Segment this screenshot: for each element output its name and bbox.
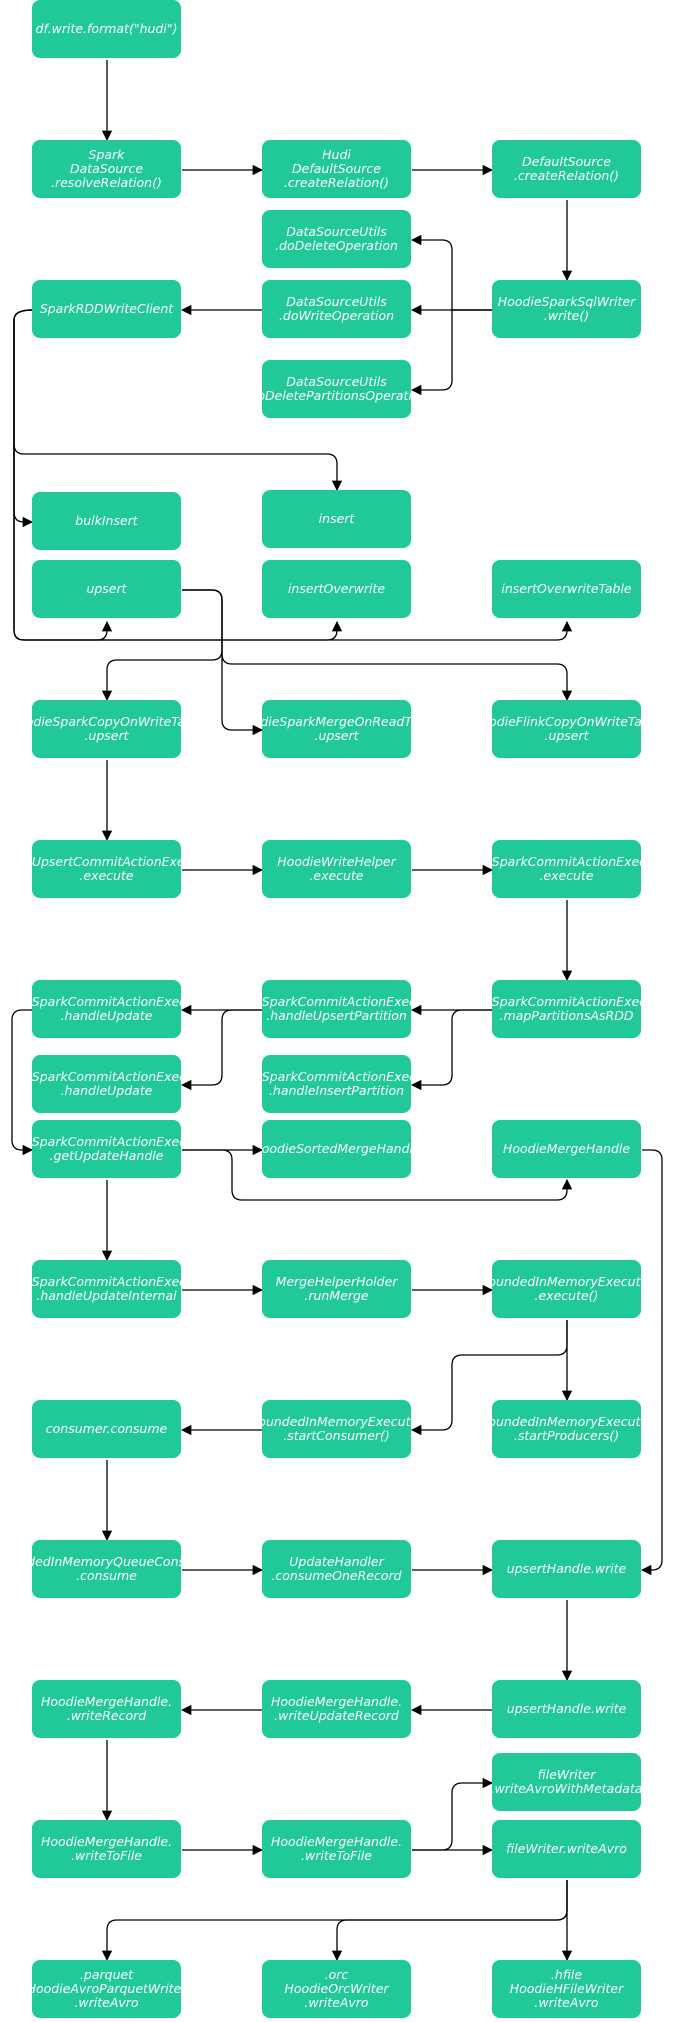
node-write-update-record: HoodieMergeHandle. .writeUpdateRecord [262, 1680, 411, 1738]
node-df-write: df.write.format("hudi") [32, 0, 181, 58]
node-spark-sql-writer: HoodieSparkSqlWriter .write() [492, 280, 641, 338]
node-datasourceutils-write: DataSourceUtils .doWriteOperation [262, 280, 411, 338]
node-upsert-handle-write-2: upsertHandle.write [492, 1680, 641, 1738]
node-sorted-merge-handle: HoodieSortedMergeHandle [262, 1120, 411, 1178]
node-bulk-insert: bulkInsert [32, 492, 181, 550]
node-datasourceutils-delete-partitions: DataSourceUtils .doDeletePartitionsOpera… [262, 360, 411, 418]
node-defaultsource: DefaultSource .createRelation() [492, 140, 641, 198]
node-insert: insert [262, 490, 411, 548]
edge [182, 1149, 573, 1201]
edge [640, 1149, 663, 1576]
node-write-avro-with-metadata: fileWriter .writeAvroWithMetadata [492, 1753, 641, 1811]
node-file-writer-write-avro: fileWriter.writeAvro [492, 1820, 641, 1878]
node-orc-writer: .orc HoodieOrcWriter .writeAvro [262, 1960, 411, 2018]
node-upsert-commit-executor: SparkUpsertCommitActionExecutor .execute [32, 840, 181, 898]
edge [13, 309, 573, 641]
node-flink-upsert: HoodieFlinkCopyOnWriteTable .upsert [492, 700, 641, 758]
edge [13, 309, 34, 528]
node-handle-update-1: BaseSparkCommitActionExecutor .handleUpd… [32, 980, 181, 1038]
node-start-producers: BoundedInMemoryExecutor .startProducers(… [492, 1400, 641, 1458]
node-start-consumer: BoundedInMemoryExecutor .startConsumer() [262, 1400, 411, 1458]
node-datasourceutils-delete: DataSourceUtils .doDeleteOperation [262, 210, 411, 268]
edge [410, 1009, 492, 1091]
node-update-handler: UpdateHandler .consumeOneRecord [262, 1540, 411, 1598]
node-cow-upsert: HoodieSparkCopyOnWriteTable .upsert [32, 700, 181, 758]
node-write-helper: HoodieWriteHelper .execute [262, 840, 411, 898]
edge [410, 1320, 568, 1436]
node-upsert: upsert [32, 560, 181, 618]
node-base-commit-execute: BaseSparkCommitActionExecutor .execute [492, 840, 641, 898]
node-hudi-defaultsource: Hudi DefaultSource .createRelation() [262, 140, 411, 198]
edge [182, 589, 573, 702]
node-parquet-writer: .parquet HoodieAvroParquetWriter .writeA… [32, 1960, 181, 2018]
node-hfile-writer: .hfile HoodieHFileWriter .writeAvro [492, 1960, 641, 2018]
node-consumer-consume: consumer.consume [32, 1400, 181, 1458]
edge [11, 1009, 34, 1156]
node-write-record: HoodieMergeHandle. .writeRecord [32, 1680, 181, 1738]
node-handle-upsert-partition: BaseSparkCommitActionExecutor .handleUps… [262, 980, 411, 1038]
edge [412, 1777, 494, 1851]
node-insert-overwrite-table: insertOverwriteTable [492, 560, 641, 618]
node-merge-helper-holder: MergeHelperHolder .runMerge [262, 1260, 411, 1318]
node-mor-upsert: HoodieSparkMergeOnReadTable .upsert [262, 700, 411, 758]
node-write-to-file-2: HoodieMergeHandle. .writeToFile [262, 1820, 411, 1878]
node-spark-datasource: Spark DataSource .resolveRelation() [32, 140, 181, 198]
node-insert-overwrite: insertOverwrite [262, 560, 411, 618]
node-handle-update-internal: BaseSparkCommitActionExecutor .handleUpd… [32, 1260, 181, 1318]
node-get-update-handle: BaseSparkCommitActionExecutor .getUpdate… [32, 1120, 181, 1178]
node-bounded-executor-execute: BoundedInMemoryExecutor .execute() [492, 1260, 641, 1318]
node-queue-consumer: BoundedInMemoryQueueConsumer .consume [32, 1540, 181, 1598]
edge [180, 1009, 262, 1091]
node-rdd-write-client: SparkRDDWriteClient [32, 280, 181, 338]
edge [410, 309, 492, 396]
node-handle-insert-partition: BaseSparkCommitActionExecutor .handleIns… [262, 1055, 411, 1113]
edge [331, 1880, 568, 1962]
node-map-partitions: BaseSparkCommitActionExecutor .mapPartit… [492, 980, 641, 1038]
edge [410, 234, 492, 311]
node-write-to-file-1: HoodieMergeHandle. .writeToFile [32, 1820, 181, 1878]
node-merge-handle: HoodieMergeHandle [492, 1120, 641, 1178]
node-handle-update-2: BaseSparkCommitActionExecutor .handleUpd… [32, 1055, 181, 1113]
node-upsert-handle-write-1: upsertHandle.write [492, 1540, 641, 1598]
